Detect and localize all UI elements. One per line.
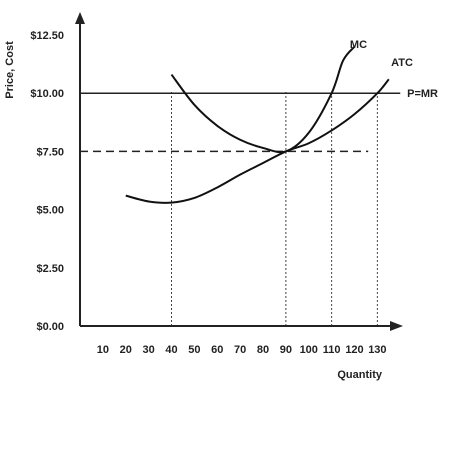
axes [75, 12, 403, 331]
x-tick-label: 120 [345, 344, 363, 356]
x-axis-title: Quantity [337, 369, 382, 381]
mc-curve [170, 45, 356, 154]
x-tick-label: 130 [368, 344, 386, 356]
x-tick-label: 80 [257, 344, 269, 356]
y-axis-title: Price, Cost [4, 41, 16, 99]
x-tick-labels: 10 20 30 40 50 60 70 80 90 100 110 120 130 [97, 344, 387, 356]
y-axis-arrow [75, 12, 85, 24]
x-tick-label: 30 [143, 344, 155, 356]
y-tick-label: $0.00 [36, 321, 64, 333]
y-tick-label: $10.00 [30, 88, 64, 100]
x-tick-label: 70 [234, 344, 246, 356]
x-tick-label: 110 [323, 344, 341, 356]
x-tick-label: 20 [120, 344, 132, 356]
y-tick-label: $7.50 [36, 146, 64, 158]
x-tick-label: 60 [211, 344, 223, 356]
p-mr-label: P=MR [407, 88, 438, 100]
x-tick-label: 40 [165, 344, 177, 356]
y-tick-label: $2.50 [36, 263, 64, 275]
atc-curve [125, 78, 390, 204]
y-tick-label: $12.50 [30, 30, 64, 42]
mc-label: MC [350, 39, 367, 51]
x-tick-label: 10 [97, 344, 109, 356]
series-labels: MC ATC P=MR [350, 39, 438, 100]
atc-label: ATC [391, 57, 413, 69]
x-tick-label: 90 [280, 344, 292, 356]
x-axis-arrow [390, 321, 403, 331]
x-tick-label: 50 [188, 344, 200, 356]
y-tick-labels: $0.00 $2.50 $5.00 $7.50 $10.00 $12.50 [30, 30, 64, 333]
series-curves [125, 45, 390, 204]
x-tick-label: 100 [300, 344, 318, 356]
guide-lines [171, 92, 378, 326]
horizontal-lines [80, 92, 401, 153]
y-tick-label: $5.00 [36, 205, 64, 217]
